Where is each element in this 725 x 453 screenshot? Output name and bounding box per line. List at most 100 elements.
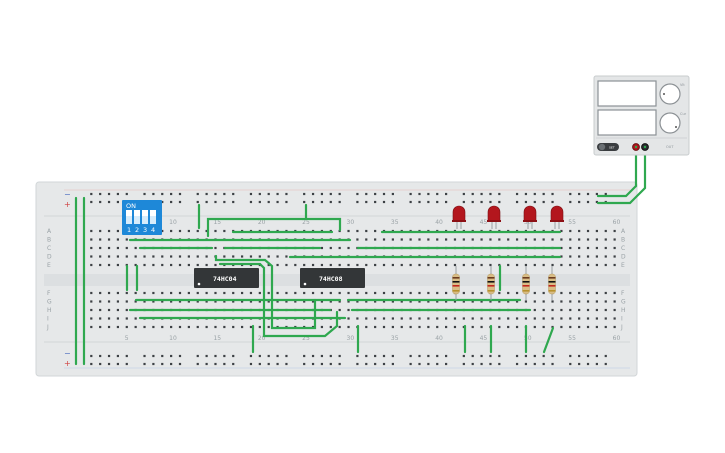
led[interactable] [550, 205, 564, 229]
hole[interactable] [196, 229, 199, 233]
rail-hole[interactable] [471, 354, 474, 358]
hole[interactable] [480, 300, 483, 303]
rail-hole[interactable] [320, 354, 324, 358]
hole[interactable] [107, 317, 111, 320]
hole[interactable] [365, 300, 368, 303]
hole[interactable] [170, 229, 173, 233]
rail-hole[interactable] [90, 354, 93, 358]
hole[interactable] [613, 291, 616, 295]
rail-hole[interactable] [285, 362, 288, 366]
rail-hole[interactable] [382, 362, 386, 366]
hole[interactable] [382, 291, 386, 295]
hole[interactable] [276, 291, 279, 295]
hole[interactable] [107, 308, 111, 312]
rail-hole[interactable] [480, 354, 483, 358]
rail-hole[interactable] [471, 192, 474, 196]
resistor-body[interactable] [487, 273, 495, 295]
hole[interactable] [445, 238, 448, 241]
hole[interactable] [604, 255, 607, 258]
chip-74hc08[interactable]: 74HC08 [300, 268, 365, 288]
hole[interactable] [418, 300, 421, 303]
rail-hole[interactable] [515, 354, 519, 358]
rail-hole[interactable] [409, 200, 412, 204]
rail-hole[interactable] [223, 362, 226, 366]
hole[interactable] [409, 263, 412, 267]
hole[interactable] [90, 308, 93, 312]
rail-hole[interactable] [595, 192, 598, 196]
hole[interactable] [480, 325, 483, 329]
resistor-body[interactable] [548, 273, 556, 295]
hole[interactable] [240, 291, 244, 295]
hole[interactable] [232, 325, 235, 329]
rail-hole[interactable] [569, 200, 572, 204]
hole[interactable] [99, 246, 102, 250]
hole[interactable] [436, 238, 439, 241]
hole[interactable] [161, 255, 164, 258]
hole[interactable] [382, 263, 386, 267]
hole[interactable] [560, 229, 563, 233]
hole[interactable] [374, 263, 377, 267]
hole[interactable] [515, 325, 519, 329]
hole[interactable] [258, 325, 261, 329]
rail-hole[interactable] [329, 192, 332, 196]
hole[interactable] [178, 291, 182, 295]
rail-hole[interactable] [515, 192, 519, 196]
hole[interactable] [374, 238, 377, 241]
hole[interactable] [99, 255, 102, 258]
rail-hole[interactable] [90, 200, 93, 204]
rail-hole[interactable] [551, 192, 554, 196]
hole[interactable] [99, 325, 102, 329]
hole[interactable] [391, 317, 394, 320]
hole[interactable] [338, 263, 341, 267]
rail-hole[interactable] [214, 200, 217, 204]
hole[interactable] [595, 263, 598, 267]
rail-hole[interactable] [542, 200, 545, 204]
resistor[interactable] [522, 266, 530, 300]
hole[interactable] [143, 300, 146, 303]
hole[interactable] [427, 317, 430, 320]
rail-hole[interactable] [196, 362, 199, 366]
hole[interactable] [161, 229, 164, 233]
hole[interactable] [382, 300, 386, 303]
hole[interactable] [551, 317, 554, 320]
hole[interactable] [604, 229, 607, 233]
hole[interactable] [161, 325, 164, 329]
hole[interactable] [125, 246, 128, 250]
rail-hole[interactable] [329, 200, 332, 204]
led-body[interactable] [452, 205, 466, 222]
hole[interactable] [569, 246, 572, 250]
rail-hole[interactable] [427, 192, 430, 196]
hole[interactable] [586, 300, 590, 303]
rail-hole[interactable] [311, 354, 315, 358]
hole[interactable] [480, 291, 483, 295]
rail-hole[interactable] [418, 362, 421, 366]
hole[interactable] [445, 317, 448, 320]
hole[interactable] [99, 238, 102, 241]
rail-hole[interactable] [170, 362, 173, 366]
hole[interactable] [152, 263, 155, 267]
hole[interactable] [427, 300, 430, 303]
hole[interactable] [365, 291, 368, 295]
wire[interactable] [596, 148, 647, 205]
rail-hole[interactable] [569, 192, 572, 196]
rail-hole[interactable] [462, 354, 465, 358]
hole[interactable] [107, 291, 111, 295]
rail-hole[interactable] [480, 192, 483, 196]
rail-hole[interactable] [498, 354, 501, 358]
rail-hole[interactable] [489, 362, 492, 366]
hole[interactable] [613, 325, 616, 329]
rail-hole[interactable] [462, 200, 465, 204]
hole[interactable] [134, 317, 137, 320]
resistor-body[interactable] [522, 273, 530, 295]
rail-hole[interactable] [409, 192, 412, 196]
hole[interactable] [542, 300, 545, 303]
hole[interactable] [320, 300, 324, 303]
rail-hole[interactable] [480, 362, 483, 366]
rail-hole[interactable] [232, 354, 235, 358]
hole[interactable] [595, 317, 598, 320]
rail-hole[interactable] [498, 192, 501, 196]
rail-hole[interactable] [152, 192, 155, 196]
rail-hole[interactable] [303, 354, 306, 358]
hole[interactable] [170, 263, 173, 267]
hole[interactable] [223, 255, 226, 258]
